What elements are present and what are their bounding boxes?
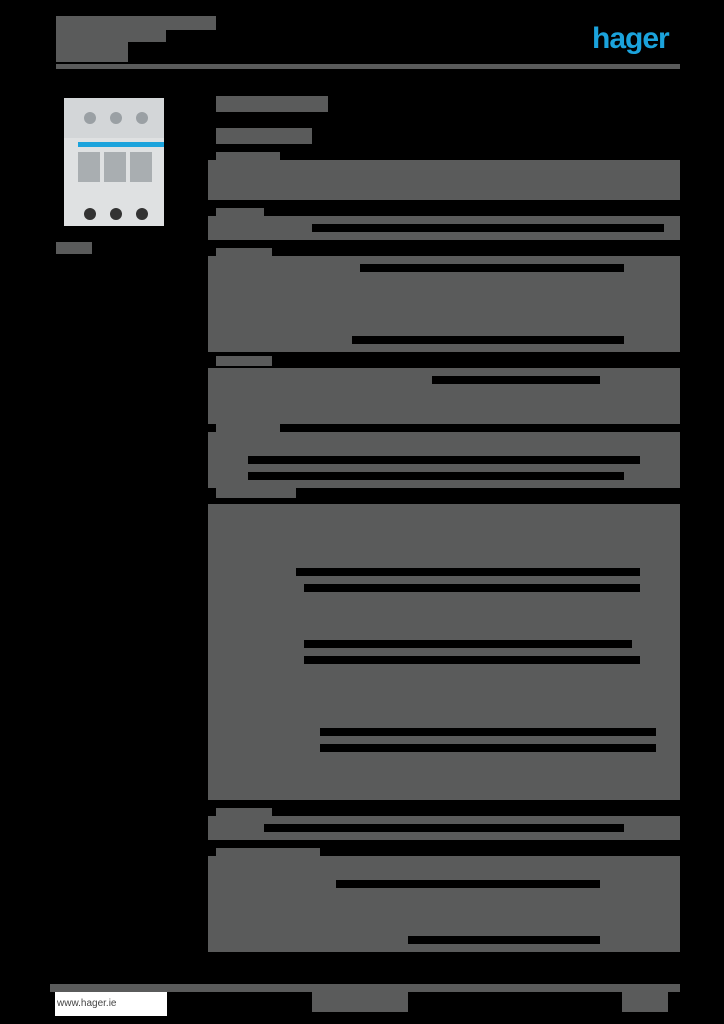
section-heading-block	[216, 848, 320, 858]
product-reference-block	[216, 128, 312, 144]
table-row-gap	[352, 336, 624, 344]
table-row-gap	[336, 880, 600, 888]
table-row-gap	[320, 744, 656, 752]
table-row-gap	[304, 656, 640, 664]
table-row-gap	[264, 824, 624, 832]
circuit-breaker-icon	[64, 98, 164, 226]
section-heading-block	[216, 248, 272, 258]
product-image	[60, 96, 172, 232]
table-row-gap	[360, 264, 624, 272]
footer-rule	[50, 984, 680, 992]
table-row-gap	[312, 224, 664, 232]
table-row-gap	[304, 584, 640, 592]
table-row-gap	[408, 936, 600, 944]
spec-table-block	[208, 504, 680, 800]
header-title-block	[128, 28, 166, 42]
footer-website: www.hager.ie	[55, 992, 167, 1016]
table-row-gap	[248, 456, 640, 464]
header-title-block	[56, 16, 216, 30]
table-row-gap	[248, 472, 624, 480]
section-heading-block	[216, 152, 280, 162]
product-title-block	[216, 96, 328, 112]
section-heading-block	[216, 424, 280, 434]
table-row-gap	[432, 376, 600, 384]
hager-logo: hager	[592, 22, 670, 55]
header-rule	[56, 64, 680, 69]
section-heading-block	[216, 488, 296, 498]
header-title-block	[56, 28, 128, 62]
section-heading-block	[216, 808, 272, 818]
footer-info-block	[312, 992, 408, 1012]
section-heading-block	[216, 208, 264, 218]
footer-page-block	[622, 992, 668, 1012]
table-row-gap	[320, 728, 656, 736]
table-row-gap	[304, 640, 632, 648]
section-heading-block	[216, 356, 272, 366]
table-row-gap	[296, 568, 640, 576]
image-caption-block	[56, 242, 92, 254]
description-block	[208, 160, 680, 200]
